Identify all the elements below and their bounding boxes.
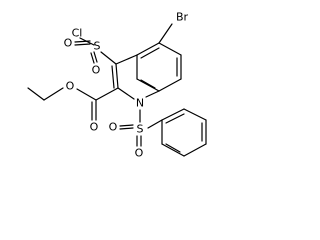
atom-label-s-top: S — [94, 40, 101, 53]
bond-ph-inner-c — [165, 143, 181, 153]
atom-label-o-top-left: O — [64, 37, 73, 50]
atom-label-cl: Cl — [72, 27, 83, 40]
bond-s-bottom-phenyl — [147, 119, 163, 129]
atom-label-o-bottom-left: O — [109, 121, 118, 134]
bond-c3-c2 — [115, 63, 119, 89]
bond-ph-inner-a — [165, 113, 185, 124]
bond-s-bottom-o-left-b — [119, 127, 134, 130]
bond-c3-c2-inner — [111, 65, 115, 89]
bond-c4-c5-inner — [140, 47, 160, 59]
bond-s-top-o-down-a — [93, 51, 98, 63]
bond-c4-c5 — [136, 42, 160, 56]
bond-c7-c7a — [158, 78, 182, 92]
bond-c2-n — [117, 87, 135, 100]
bond-ph1-ph2 — [161, 108, 185, 121]
bond-s-top-o-left-a — [74, 40, 91, 43]
bond-c5-br — [158, 23, 173, 44]
bond-c3-s-top — [100, 51, 117, 65]
bond-ph4-ph5 — [183, 143, 207, 157]
bond-c7a-c3a — [136, 78, 160, 92]
bond-s-top-o-down-b — [90, 52, 95, 64]
bond-ch2-ch3 — [27, 87, 45, 101]
atom-label-group: Br Cl S O O O O N S O O — [64, 11, 189, 160]
atom-label-o-ester-carbonyl: O — [90, 121, 99, 134]
atom-label-o-bottom-down: O — [135, 147, 144, 160]
atom-label-n-ring: N — [136, 97, 144, 110]
bond-group — [27, 23, 207, 157]
atom-label-o-top-bottom: O — [92, 64, 101, 77]
atom-label-br: Br — [176, 11, 189, 24]
chemical-structure-diagram: Br Cl S O O O O N S O O — [27, 11, 207, 160]
bond-c3a-c3 — [115, 54, 138, 65]
bond-c2-c-ester — [95, 87, 119, 101]
bond-s-bottom-o-left-a — [119, 124, 134, 127]
bond-o-ether-ch2 — [43, 87, 64, 101]
bond-ph2-ph3 — [183, 108, 207, 121]
bond-c5-c6 — [158, 42, 182, 56]
bond-c7a-c3a-inner — [140, 79, 156, 89]
bond-s-top-o-left-b — [74, 43, 91, 46]
atom-label-o-ester-ether: O — [66, 80, 75, 93]
atom-label-s-bottom: S — [137, 123, 144, 136]
bond-n-c7a — [145, 90, 160, 98]
bond-ph5-ph6 — [161, 143, 185, 157]
bond-c-ester-o-ether — [76, 88, 97, 101]
